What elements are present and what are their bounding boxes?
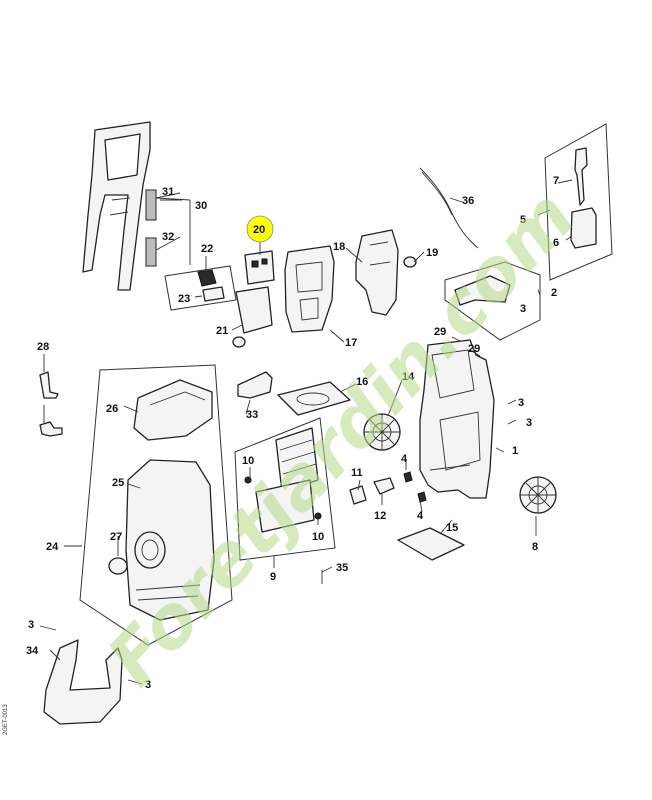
label-19[interactable]: 19 bbox=[426, 247, 438, 259]
part-4a[interactable] bbox=[403, 471, 413, 483]
part-9-motor[interactable] bbox=[234, 417, 336, 561]
label-34[interactable]: 34 bbox=[26, 645, 39, 657]
part-36-cable[interactable] bbox=[419, 167, 479, 249]
label-3[interactable]: 3 bbox=[526, 417, 532, 429]
part-34-base[interactable] bbox=[43, 639, 123, 725]
part-24-group[interactable] bbox=[79, 364, 233, 646]
label-4[interactable]: 4 bbox=[417, 510, 424, 522]
label-10[interactable]: 10 bbox=[312, 531, 324, 543]
label-14[interactable]: 14 bbox=[402, 371, 415, 383]
label-21[interactable]: 21 bbox=[216, 325, 228, 337]
part-28[interactable] bbox=[39, 371, 63, 437]
part-17[interactable] bbox=[284, 245, 335, 333]
label-10[interactable]: 10 bbox=[242, 455, 254, 467]
label-29[interactable]: 29 bbox=[468, 343, 480, 355]
label-27[interactable]: 27 bbox=[110, 531, 122, 543]
part-handle[interactable] bbox=[82, 121, 157, 291]
label-35[interactable]: 35 bbox=[336, 562, 348, 574]
part-5-group[interactable] bbox=[544, 123, 613, 281]
label-9[interactable]: 9 bbox=[270, 571, 276, 583]
label-28[interactable]: 28 bbox=[37, 341, 49, 353]
label-15[interactable]: 15 bbox=[446, 522, 458, 534]
label-20[interactable]: 20 bbox=[253, 224, 265, 236]
highlight-marker bbox=[246, 215, 274, 243]
part-15[interactable] bbox=[397, 527, 465, 561]
label-11[interactable]: 11 bbox=[351, 467, 363, 479]
label-12[interactable]: 12 bbox=[374, 510, 386, 522]
label-5[interactable]: 5 bbox=[520, 214, 526, 226]
part-33[interactable] bbox=[237, 371, 273, 399]
part-27[interactable] bbox=[108, 557, 128, 575]
part-2[interactable] bbox=[444, 261, 541, 341]
part-11[interactable] bbox=[349, 485, 367, 505]
label-32[interactable]: 32 bbox=[162, 231, 174, 243]
part-20[interactable] bbox=[244, 250, 275, 285]
label-36[interactable]: 36 bbox=[462, 195, 474, 207]
part-18[interactable] bbox=[355, 229, 399, 316]
part-4b[interactable] bbox=[417, 491, 427, 503]
label-3[interactable]: 3 bbox=[145, 679, 151, 691]
label-26[interactable]: 26 bbox=[106, 403, 118, 415]
part-12[interactable] bbox=[373, 477, 395, 495]
label-22[interactable]: 22 bbox=[201, 243, 213, 255]
label-33[interactable]: 33 bbox=[246, 409, 258, 421]
part-19[interactable] bbox=[403, 256, 417, 268]
label-31[interactable]: 31 bbox=[162, 186, 174, 198]
leader-lines bbox=[39, 179, 573, 685]
label-7[interactable]: 7 bbox=[553, 175, 559, 187]
label-18[interactable]: 18 bbox=[333, 241, 345, 253]
label-3[interactable]: 3 bbox=[520, 303, 526, 315]
drawing-code: 2GET-0013 bbox=[3, 704, 9, 735]
label-23[interactable]: 23 bbox=[178, 293, 190, 305]
label-4[interactable]: 4 bbox=[401, 453, 408, 465]
label-3[interactable]: 3 bbox=[518, 397, 524, 409]
label-6[interactable]: 6 bbox=[553, 237, 559, 249]
label-24[interactable]: 24 bbox=[46, 541, 59, 553]
label-8[interactable]: 8 bbox=[532, 541, 538, 553]
part-22-group[interactable] bbox=[164, 265, 237, 311]
label-17[interactable]: 17 bbox=[345, 337, 357, 349]
callout-labels: 1 2 3 3 3 3 3 4 4 5 6 7 8 9 10 10 11 12 … bbox=[26, 175, 559, 691]
part-25-body[interactable] bbox=[125, 459, 215, 621]
part-26-cover[interactable] bbox=[133, 379, 213, 441]
label-2[interactable]: 2 bbox=[551, 287, 557, 299]
label-3[interactable]: 3 bbox=[28, 619, 34, 631]
part-1-frame[interactable] bbox=[419, 339, 495, 499]
part-16-gasket[interactable] bbox=[277, 381, 351, 416]
label-1[interactable]: 1 bbox=[512, 445, 518, 457]
label-29[interactable]: 29 bbox=[434, 326, 446, 338]
label-25[interactable]: 25 bbox=[112, 477, 124, 489]
label-30[interactable]: 30 bbox=[195, 200, 207, 212]
part-8-wheel[interactable] bbox=[519, 476, 557, 514]
part-14-wheel[interactable] bbox=[363, 413, 401, 451]
label-16[interactable]: 16 bbox=[356, 376, 368, 388]
part-21[interactable] bbox=[232, 286, 273, 348]
